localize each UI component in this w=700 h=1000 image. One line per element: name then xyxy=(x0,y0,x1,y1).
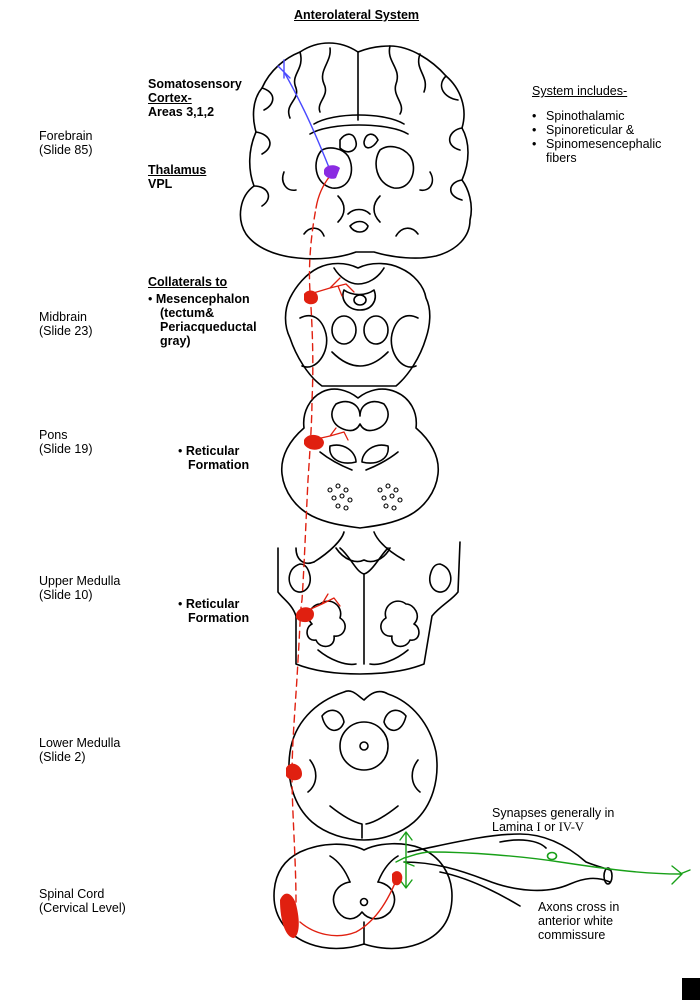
spinal-lateral-tract xyxy=(280,893,299,938)
system-item: •Spinoreticular & xyxy=(532,123,635,137)
spinal-cord-outline xyxy=(273,842,453,950)
pons-reticular-nucleus xyxy=(304,434,324,450)
synapses-lamina: Lamina I or IV-V xyxy=(492,820,584,834)
forebrain-outline xyxy=(239,42,473,260)
dorsal-root xyxy=(403,833,611,892)
axons-label: Axons cross in anterior white commissure xyxy=(538,900,620,942)
system-heading: System includes- xyxy=(532,84,628,98)
system-list: •Spinothalamic •Spinoreticular & •Spinom… xyxy=(532,109,661,165)
lower-medulla-outline xyxy=(288,690,438,841)
cortex-label: Somatosensory Cortex- Areas 3,1,2 xyxy=(148,77,242,119)
diagram-title: Anterolateral System xyxy=(294,8,420,22)
level-lower-medulla: Lower Medulla (Slide 2) xyxy=(39,736,121,764)
collaterals-detail: (tectum& Periacqueductal gray) xyxy=(160,306,257,348)
primary-afferent xyxy=(403,851,681,875)
relay-nuclei xyxy=(280,290,403,938)
lower-medulla-nucleus xyxy=(286,763,302,781)
lower-medulla-section xyxy=(288,690,438,841)
level-upper-medulla: Upper Medulla (Slide 10) xyxy=(39,574,121,602)
medulla-reticular-label: • Reticular xyxy=(178,597,240,611)
collaterals-heading: Collaterals to xyxy=(148,275,228,289)
level-spinal-cord: Spinal Cord (Cervical Level) xyxy=(39,887,126,915)
upper-medulla-section xyxy=(277,531,461,675)
ascending-pathway xyxy=(277,59,691,937)
dorsal-horn-synapse xyxy=(392,871,403,886)
thalamus-label: Thalamus VPL xyxy=(148,163,207,191)
midbrain-outline xyxy=(284,262,431,387)
system-item: •Spinomesencephalic xyxy=(532,137,662,151)
upper-medulla-outline xyxy=(277,541,461,675)
midbrain-section xyxy=(284,262,431,387)
pons-reticular-label: • Reticular xyxy=(178,444,240,458)
spinal-cord-section xyxy=(273,833,613,950)
level-forebrain: Forebrain (Slide 85) xyxy=(39,129,93,157)
pons-dots xyxy=(327,483,403,511)
collaterals-bullet: • Mesencephalon xyxy=(148,292,250,306)
synapses-label: Synapses generally in xyxy=(492,806,615,820)
vpl-terminal xyxy=(324,165,340,179)
system-item: •Spinothalamic xyxy=(532,109,625,123)
medulla-reticular-label-2: Formation xyxy=(188,611,250,625)
pons-section xyxy=(280,388,440,529)
system-item-continuation: fibers xyxy=(546,151,577,165)
corner-mark xyxy=(682,978,700,1000)
forebrain-section xyxy=(239,42,473,260)
medulla-reticular-nucleus xyxy=(296,607,314,623)
level-pons: Pons (Slide 19) xyxy=(39,428,93,456)
pons-reticular-label-2: Formation xyxy=(188,458,250,472)
pons-outline xyxy=(280,388,440,529)
level-midbrain: Midbrain (Slide 23) xyxy=(39,310,93,338)
midbrain-collateral-nucleus xyxy=(304,290,318,305)
thalamocortical-fibers xyxy=(283,71,331,171)
